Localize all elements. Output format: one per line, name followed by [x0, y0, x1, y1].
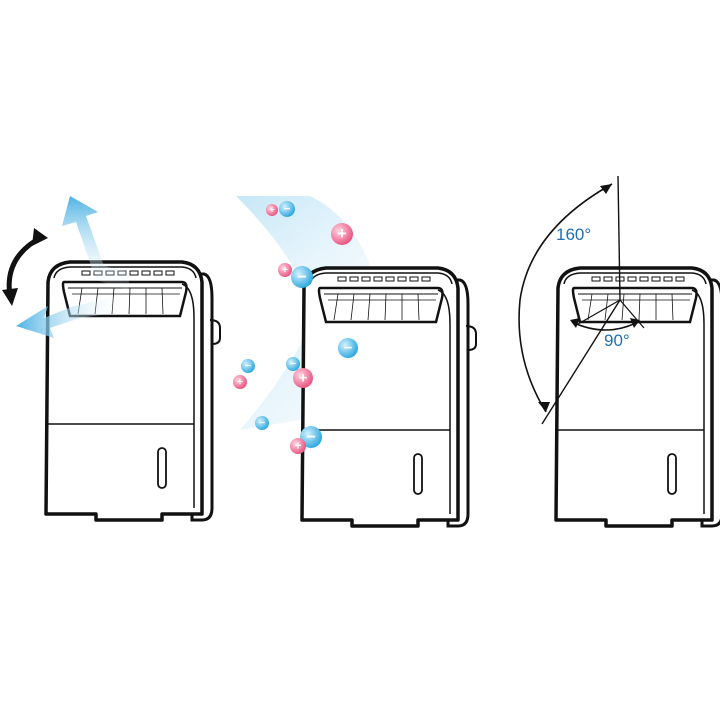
appliance-unit: [300, 266, 478, 528]
airflow-down-arrow-icon: [16, 296, 120, 338]
negative-ion-icon: −: [279, 201, 295, 217]
panel-swing-airflow: [2, 196, 222, 522]
negative-ion-symbol: −: [306, 428, 316, 446]
panel-louver-angles: 160° 90°: [518, 175, 720, 528]
negative-ion-icon: −: [241, 359, 255, 373]
appliance-unit: [44, 260, 222, 522]
appliance-unit: [554, 266, 720, 528]
positive-ion-symbol: +: [294, 439, 301, 453]
negative-ion-symbol: −: [344, 340, 353, 357]
negative-ion-symbol: −: [259, 417, 265, 429]
positive-ion-symbol: +: [237, 376, 243, 388]
positive-ion-icon: +: [331, 223, 353, 245]
positive-ion-icon: +: [233, 375, 247, 389]
negative-ion-icon: −: [300, 426, 322, 448]
negative-ion-symbol: −: [290, 358, 296, 370]
negative-ion-icon: −: [291, 266, 313, 288]
positive-ion-symbol: +: [269, 205, 274, 215]
positive-ion-icon: +: [266, 204, 278, 216]
positive-ion-icon: +: [290, 438, 306, 454]
positive-ion-symbol: +: [282, 264, 288, 276]
negative-ion-symbol: −: [245, 360, 251, 372]
rotate-arrow-icon: [2, 228, 48, 306]
vertical-angle-label: 160°: [556, 225, 591, 244]
horizontal-angle-label: 90°: [604, 331, 630, 350]
angle-arrowheads: [538, 184, 640, 412]
negative-ion-symbol: −: [297, 268, 307, 286]
positive-ion-symbol: +: [299, 370, 308, 387]
negative-ion-icon: −: [338, 338, 358, 358]
positive-ion-icon: +: [293, 368, 313, 388]
negative-ion-symbol: −: [283, 202, 290, 216]
positive-ion-icon: +: [278, 263, 292, 277]
negative-ion-icon: −: [286, 357, 300, 371]
panel-ion-release: +−++−−−−++−−+: [233, 196, 478, 528]
airflow-up-arrow-icon: [62, 196, 130, 290]
negative-ion-icon: −: [255, 416, 269, 430]
angle-lines: [518, 175, 645, 425]
positive-ion-symbol: +: [337, 225, 347, 243]
ion-group: +−++−−−−++−−+: [233, 201, 358, 454]
